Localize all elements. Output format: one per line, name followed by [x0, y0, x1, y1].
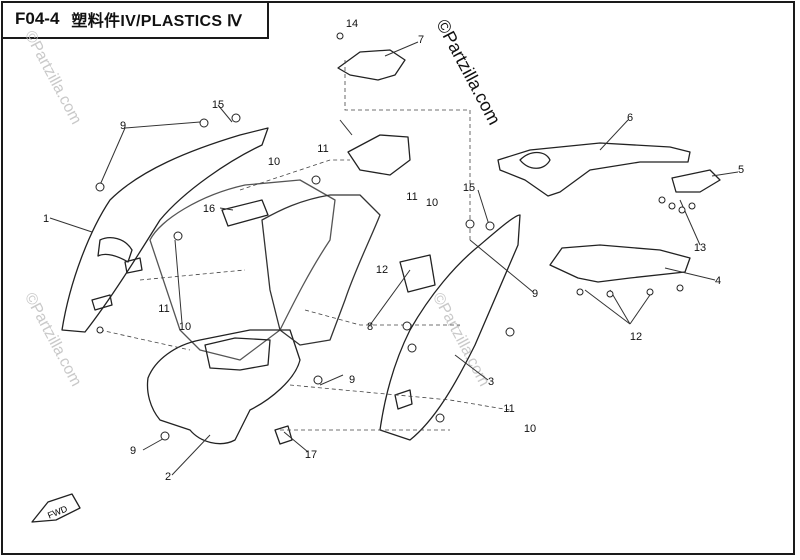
callout-12b: 12: [630, 331, 642, 343]
callout-10b: 10: [426, 197, 438, 209]
callout-9a: 9: [120, 120, 126, 132]
callout-2: 2: [165, 471, 171, 483]
part-2-undertray: [146, 329, 301, 445]
diagram-code: F04-4: [15, 9, 60, 28]
callout-10a: 10: [268, 156, 280, 168]
part-7-top-bracket: [337, 49, 406, 81]
callout-11c: 11: [158, 303, 169, 315]
center-tail-section: [261, 194, 381, 346]
callout-17: 17: [305, 449, 317, 461]
callout-15a: 15: [212, 99, 224, 111]
part-12-bracket: [399, 254, 436, 293]
part-16-sticker: [221, 199, 269, 227]
part-3-right-side-panel: [379, 214, 521, 441]
callout-1: 1: [43, 213, 49, 225]
callout-11a: 11: [317, 143, 328, 155]
callout-7: 7: [418, 34, 424, 46]
callout-13: 13: [694, 242, 706, 254]
callout-9d: 9: [349, 374, 355, 386]
callout-11d: 11: [503, 403, 514, 415]
callout-15b: 15: [463, 182, 475, 194]
callout-3: 3: [488, 376, 494, 388]
part-17-clip: [274, 425, 293, 445]
fwd-arrow: [31, 493, 81, 523]
callout-6: 6: [627, 112, 633, 124]
callout-9b: 9: [532, 288, 538, 300]
callout-4: 4: [715, 275, 721, 287]
part-4-lower-cover: [549, 244, 691, 283]
diagram-title: 塑料件IV/PLASTICS Ⅳ: [71, 13, 243, 30]
callout-5: 5: [738, 164, 744, 176]
fwd-label: FWD: [46, 503, 69, 520]
callout-9c: 9: [130, 445, 136, 457]
callout-11b: 11: [406, 191, 417, 203]
callout-10d: 10: [524, 423, 536, 435]
part-5-tail-light: [671, 169, 721, 193]
callout-14: 14: [346, 18, 358, 30]
callout-10c: 10: [179, 321, 191, 333]
title-block: F04-4 塑料件IV/PLASTICS Ⅳ: [1, 1, 269, 39]
callout-16: 16: [203, 203, 215, 215]
callout-8: 8: [367, 321, 373, 333]
callout-12a: 12: [376, 264, 388, 276]
inner-liner: [149, 179, 336, 361]
part-6-tail-cover: [497, 142, 691, 197]
